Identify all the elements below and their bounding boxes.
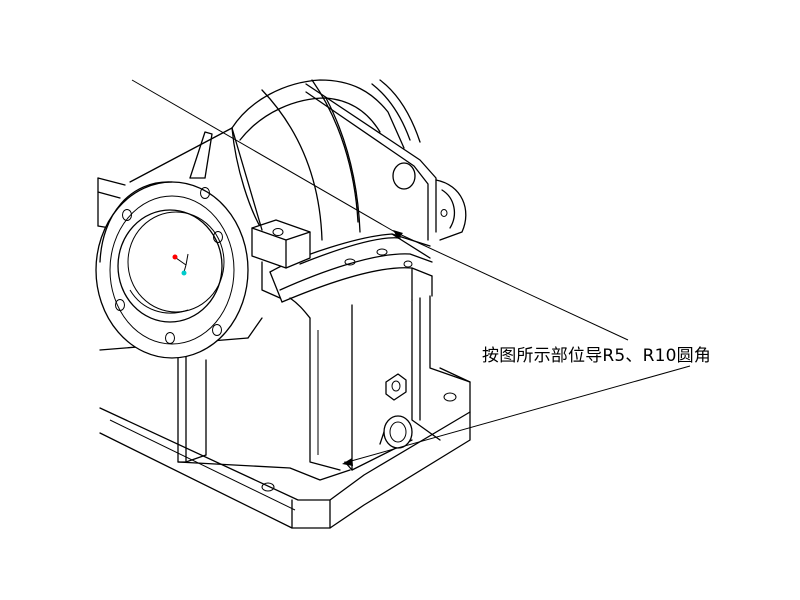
leader-to-flange (394, 231, 629, 341)
arrow-head-top (393, 230, 403, 239)
axis-z (185, 253, 189, 266)
axis-x (175, 257, 187, 266)
drain-port (379, 415, 413, 449)
arrow-head-bottom (342, 458, 353, 466)
body-lug (385, 373, 407, 401)
leader-to-base (343, 365, 691, 464)
leader-top-long (131, 79, 396, 233)
axis-x-dot (172, 254, 178, 260)
fillet-annotation: 按图所示部位导R5、R10圆角 (482, 346, 712, 366)
support-ribs (177, 351, 207, 463)
upper-volute (231, 79, 421, 241)
lug-boss (251, 219, 311, 299)
base-plate (99, 367, 471, 529)
axis-y-dot (181, 270, 187, 276)
leader-lines (131, 79, 691, 466)
suction-flange (95, 127, 263, 359)
axis-triad (172, 253, 189, 276)
top-fin (189, 131, 213, 179)
right-flange-bracket (305, 83, 467, 241)
